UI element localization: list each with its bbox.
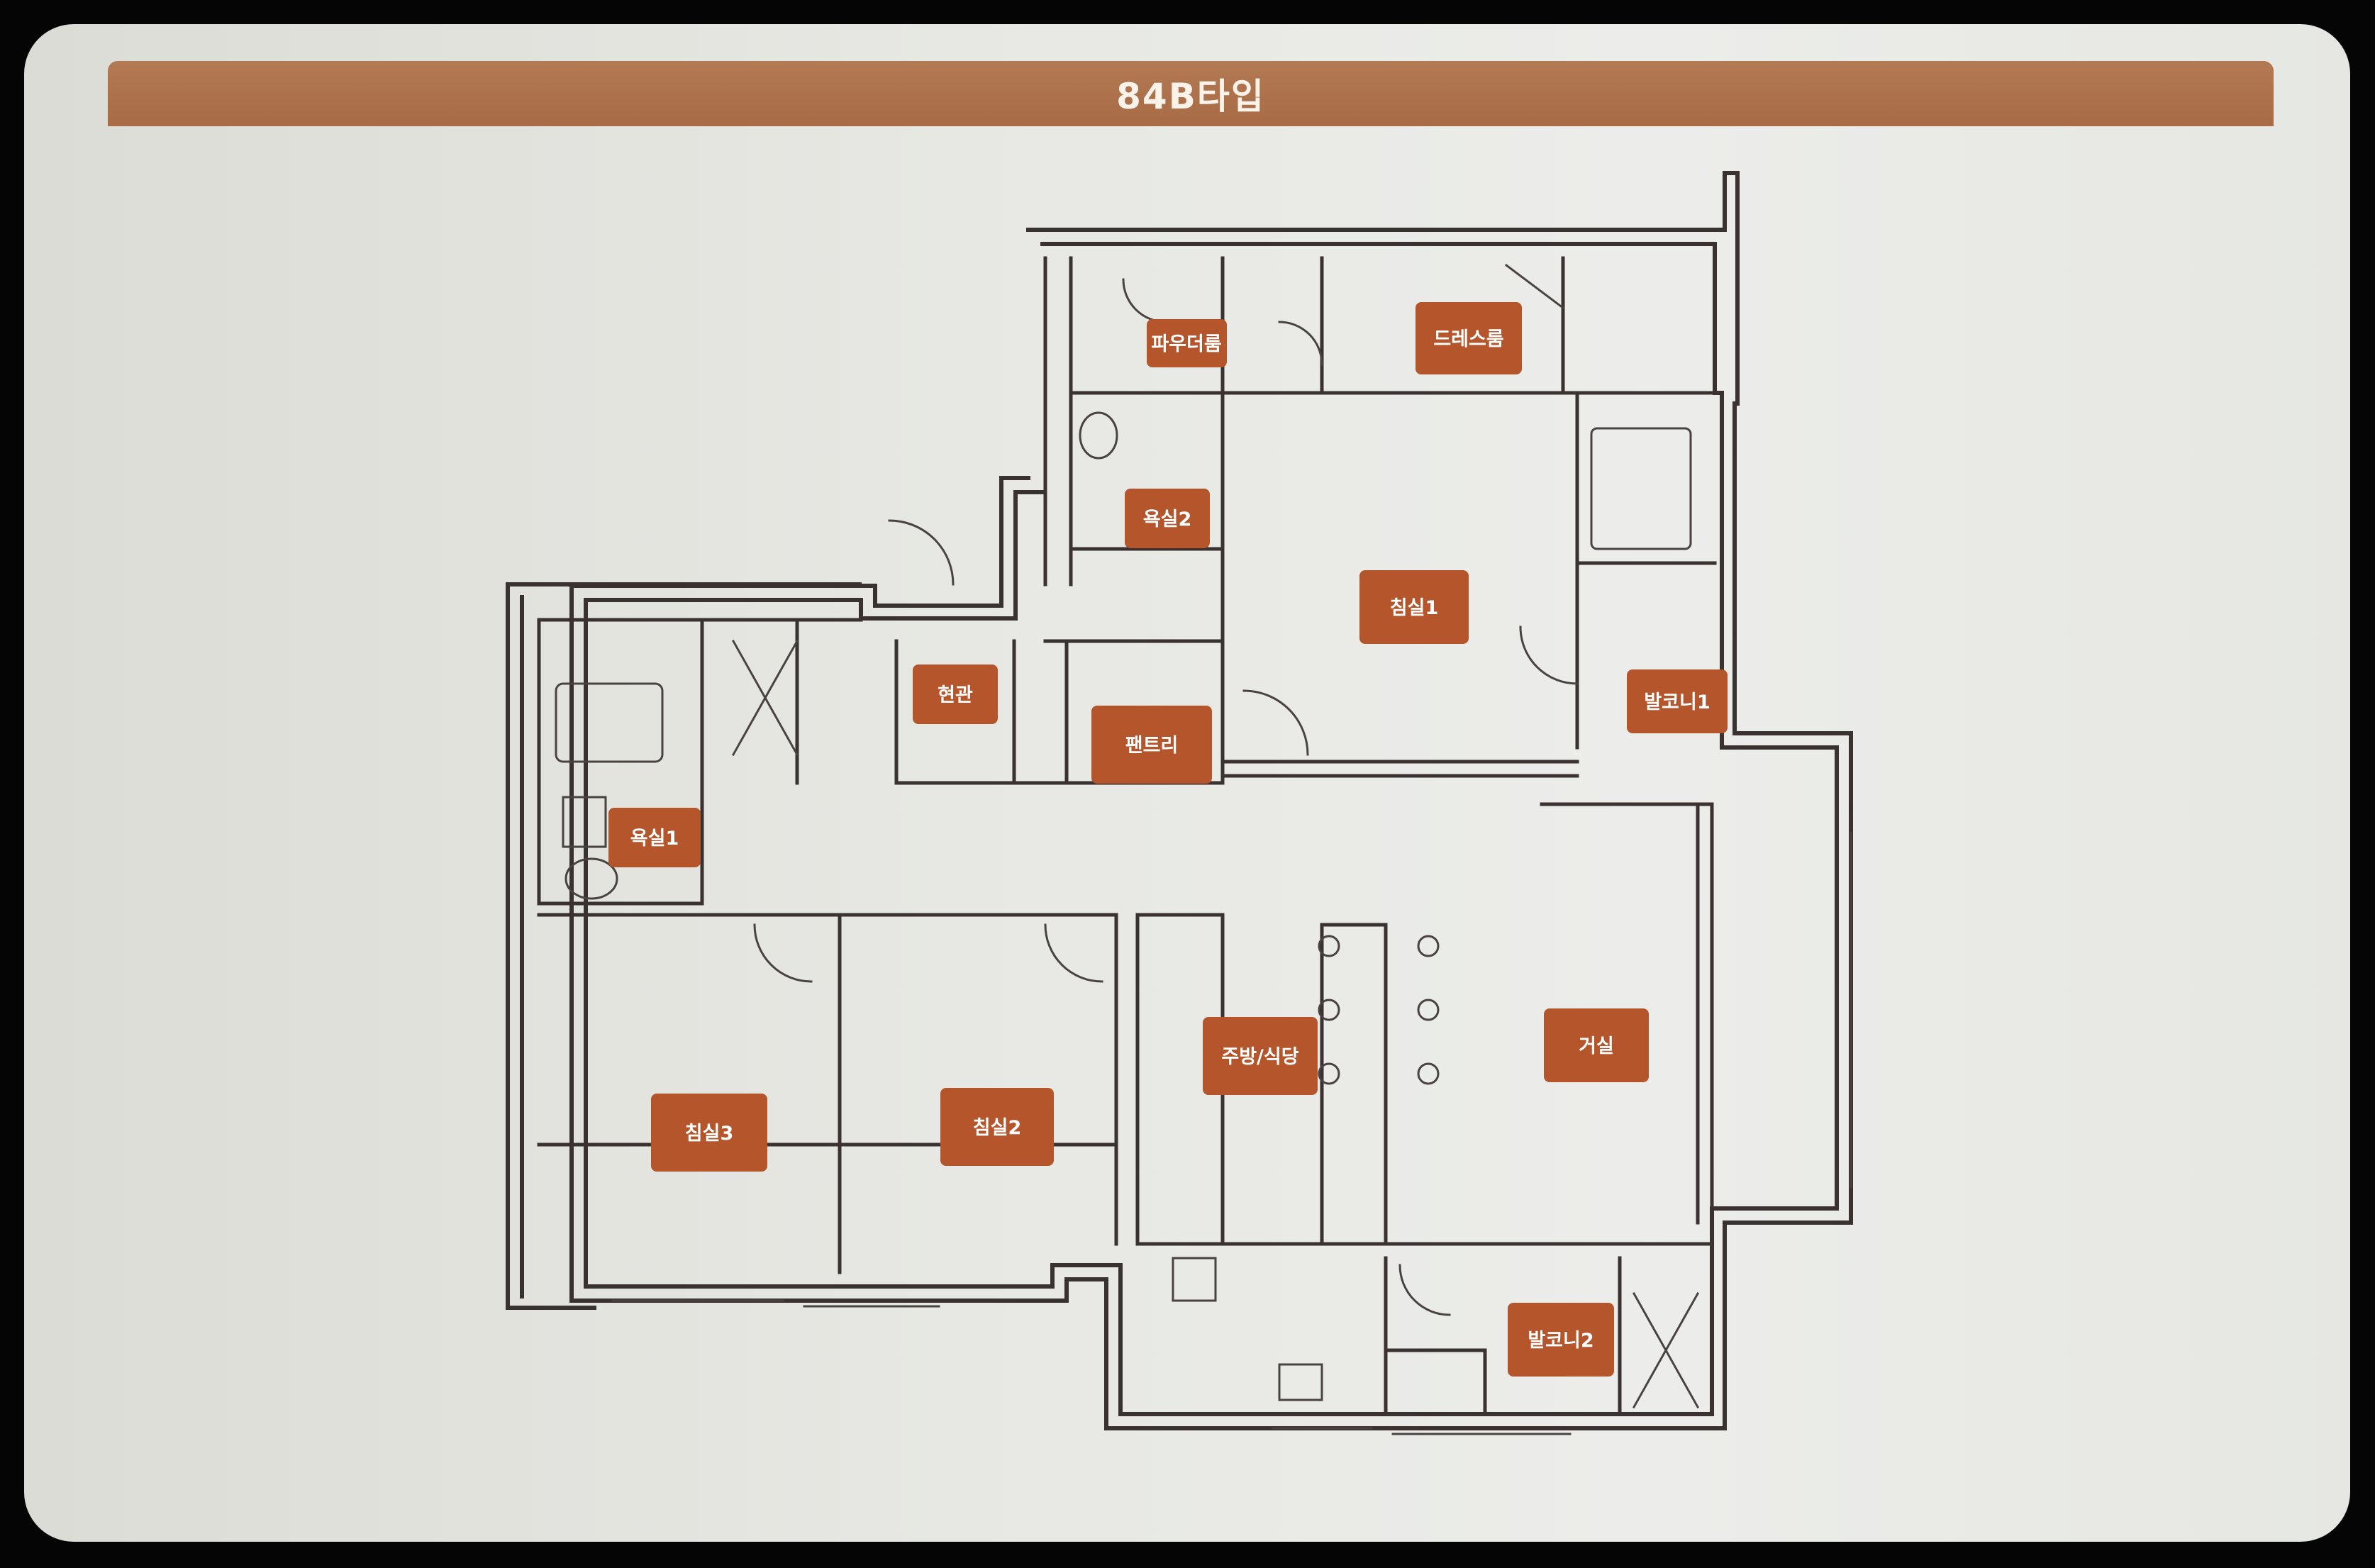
svg-text:침실1: 침실1	[1390, 597, 1438, 619]
svg-text:욕실1: 욕실1	[630, 828, 679, 850]
windows	[611, 831, 1852, 1435]
svg-text:거실: 거실	[1579, 1035, 1614, 1057]
svg-text:드레스룸: 드레스룸	[1433, 328, 1503, 350]
svg-text:침실2: 침실2	[973, 1117, 1021, 1139]
interior-walls	[537, 256, 1717, 1416]
svg-text:주방/식당: 주방/식당	[1221, 1046, 1298, 1068]
svg-text:파우더룸: 파우더룸	[1151, 333, 1221, 355]
room-label-bath1: 욕실1	[608, 808, 701, 867]
room-label-balcony2: 발코니2	[1508, 1303, 1614, 1377]
floor-plan: 파우더룸 드레스룸 욕실2 침실1 현관 팬트리 발코니1 욕실1	[506, 171, 1853, 1435]
room-label-bedroom2: 침실2	[940, 1088, 1054, 1166]
room-label-bedroom1: 침실1	[1359, 570, 1469, 644]
svg-text:침실3: 침실3	[685, 1123, 733, 1145]
room-label-dress-room: 드레스룸	[1415, 302, 1522, 374]
room-label-powder-room: 파우더룸	[1147, 319, 1227, 367]
room-label-bath2: 욕실2	[1125, 489, 1210, 548]
svg-text:욕실2: 욕실2	[1143, 508, 1191, 530]
room-label-bedroom3: 침실3	[651, 1094, 767, 1172]
room-label-balcony1: 발코니1	[1627, 669, 1728, 733]
door-swings	[753, 278, 1579, 1316]
plan-title: 84B타입	[1116, 76, 1265, 117]
svg-text:팬트리: 팬트리	[1125, 735, 1179, 757]
svg-text:발코니1: 발코니1	[1644, 691, 1710, 713]
title-banner: 84B타입	[108, 61, 2274, 126]
projector-screen: 84B타입	[24, 24, 2350, 1542]
room-label-pantry: 팬트리	[1091, 706, 1212, 784]
room-label-living: 거실	[1544, 1008, 1649, 1082]
svg-text:현관: 현관	[938, 684, 973, 706]
outer-walls	[506, 171, 1853, 1430]
room-label-entrance: 현관	[913, 665, 998, 724]
room-label-kitchen-dining: 주방/식당	[1203, 1017, 1318, 1095]
fixtures	[555, 263, 1700, 1409]
svg-text:발코니2: 발코니2	[1528, 1330, 1593, 1352]
